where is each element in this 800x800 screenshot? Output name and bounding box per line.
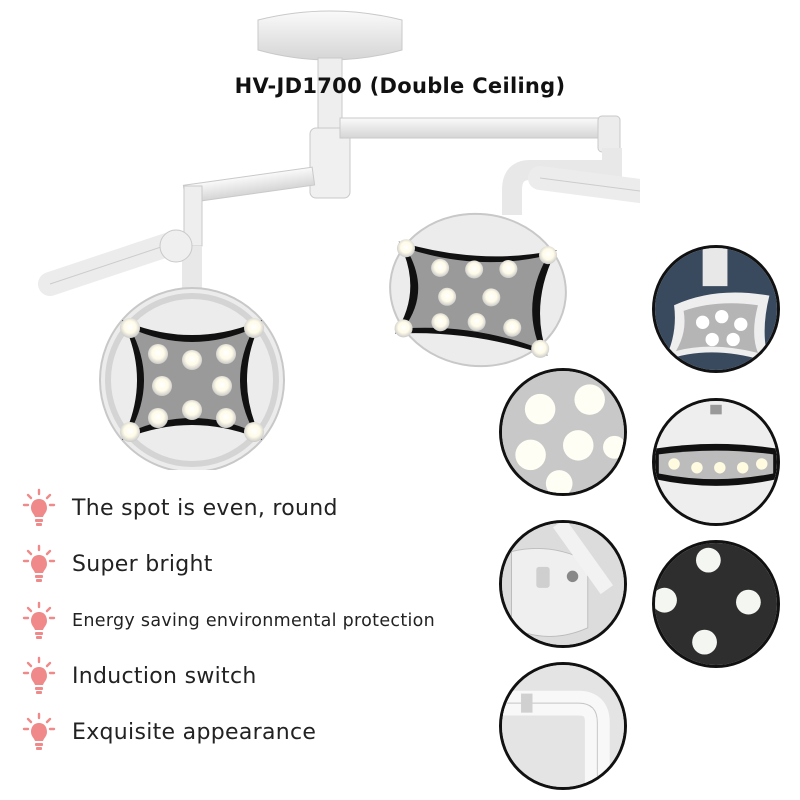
- detail-image-led-array-dark: [652, 540, 780, 668]
- feature-item: Energy saving environmental protection: [22, 601, 435, 641]
- bulb-icon: [22, 601, 56, 639]
- feature-item: Exquisite appearance: [22, 712, 316, 752]
- surgical-lamp-illustration: [38, 10, 640, 470]
- bulb-icon: [22, 544, 56, 582]
- feature-item: Super bright: [22, 544, 213, 584]
- detail-image-led-closeup: [499, 368, 627, 496]
- detail-image-arm-joint: [499, 662, 627, 790]
- feature-item: Induction switch: [22, 656, 257, 696]
- feature-label: Super bright: [72, 551, 213, 577]
- feature-item: The spot is even, round: [22, 488, 338, 528]
- feature-label: Energy saving environmental protection: [72, 611, 436, 631]
- feature-label: The spot is even, round: [72, 495, 338, 521]
- bulb-icon: [22, 656, 56, 694]
- detail-image-lamp-edge: [652, 398, 780, 526]
- feature-label: Induction switch: [72, 663, 257, 689]
- detail-image-induction-handle: [499, 520, 627, 648]
- bulb-icon: [22, 488, 56, 526]
- detail-image-lamp-head-top: [652, 245, 780, 373]
- bulb-icon: [22, 712, 56, 750]
- feature-label: Exquisite appearance: [72, 719, 317, 745]
- product-title: HV-JD1700 (Double Ceiling): [234, 74, 566, 98]
